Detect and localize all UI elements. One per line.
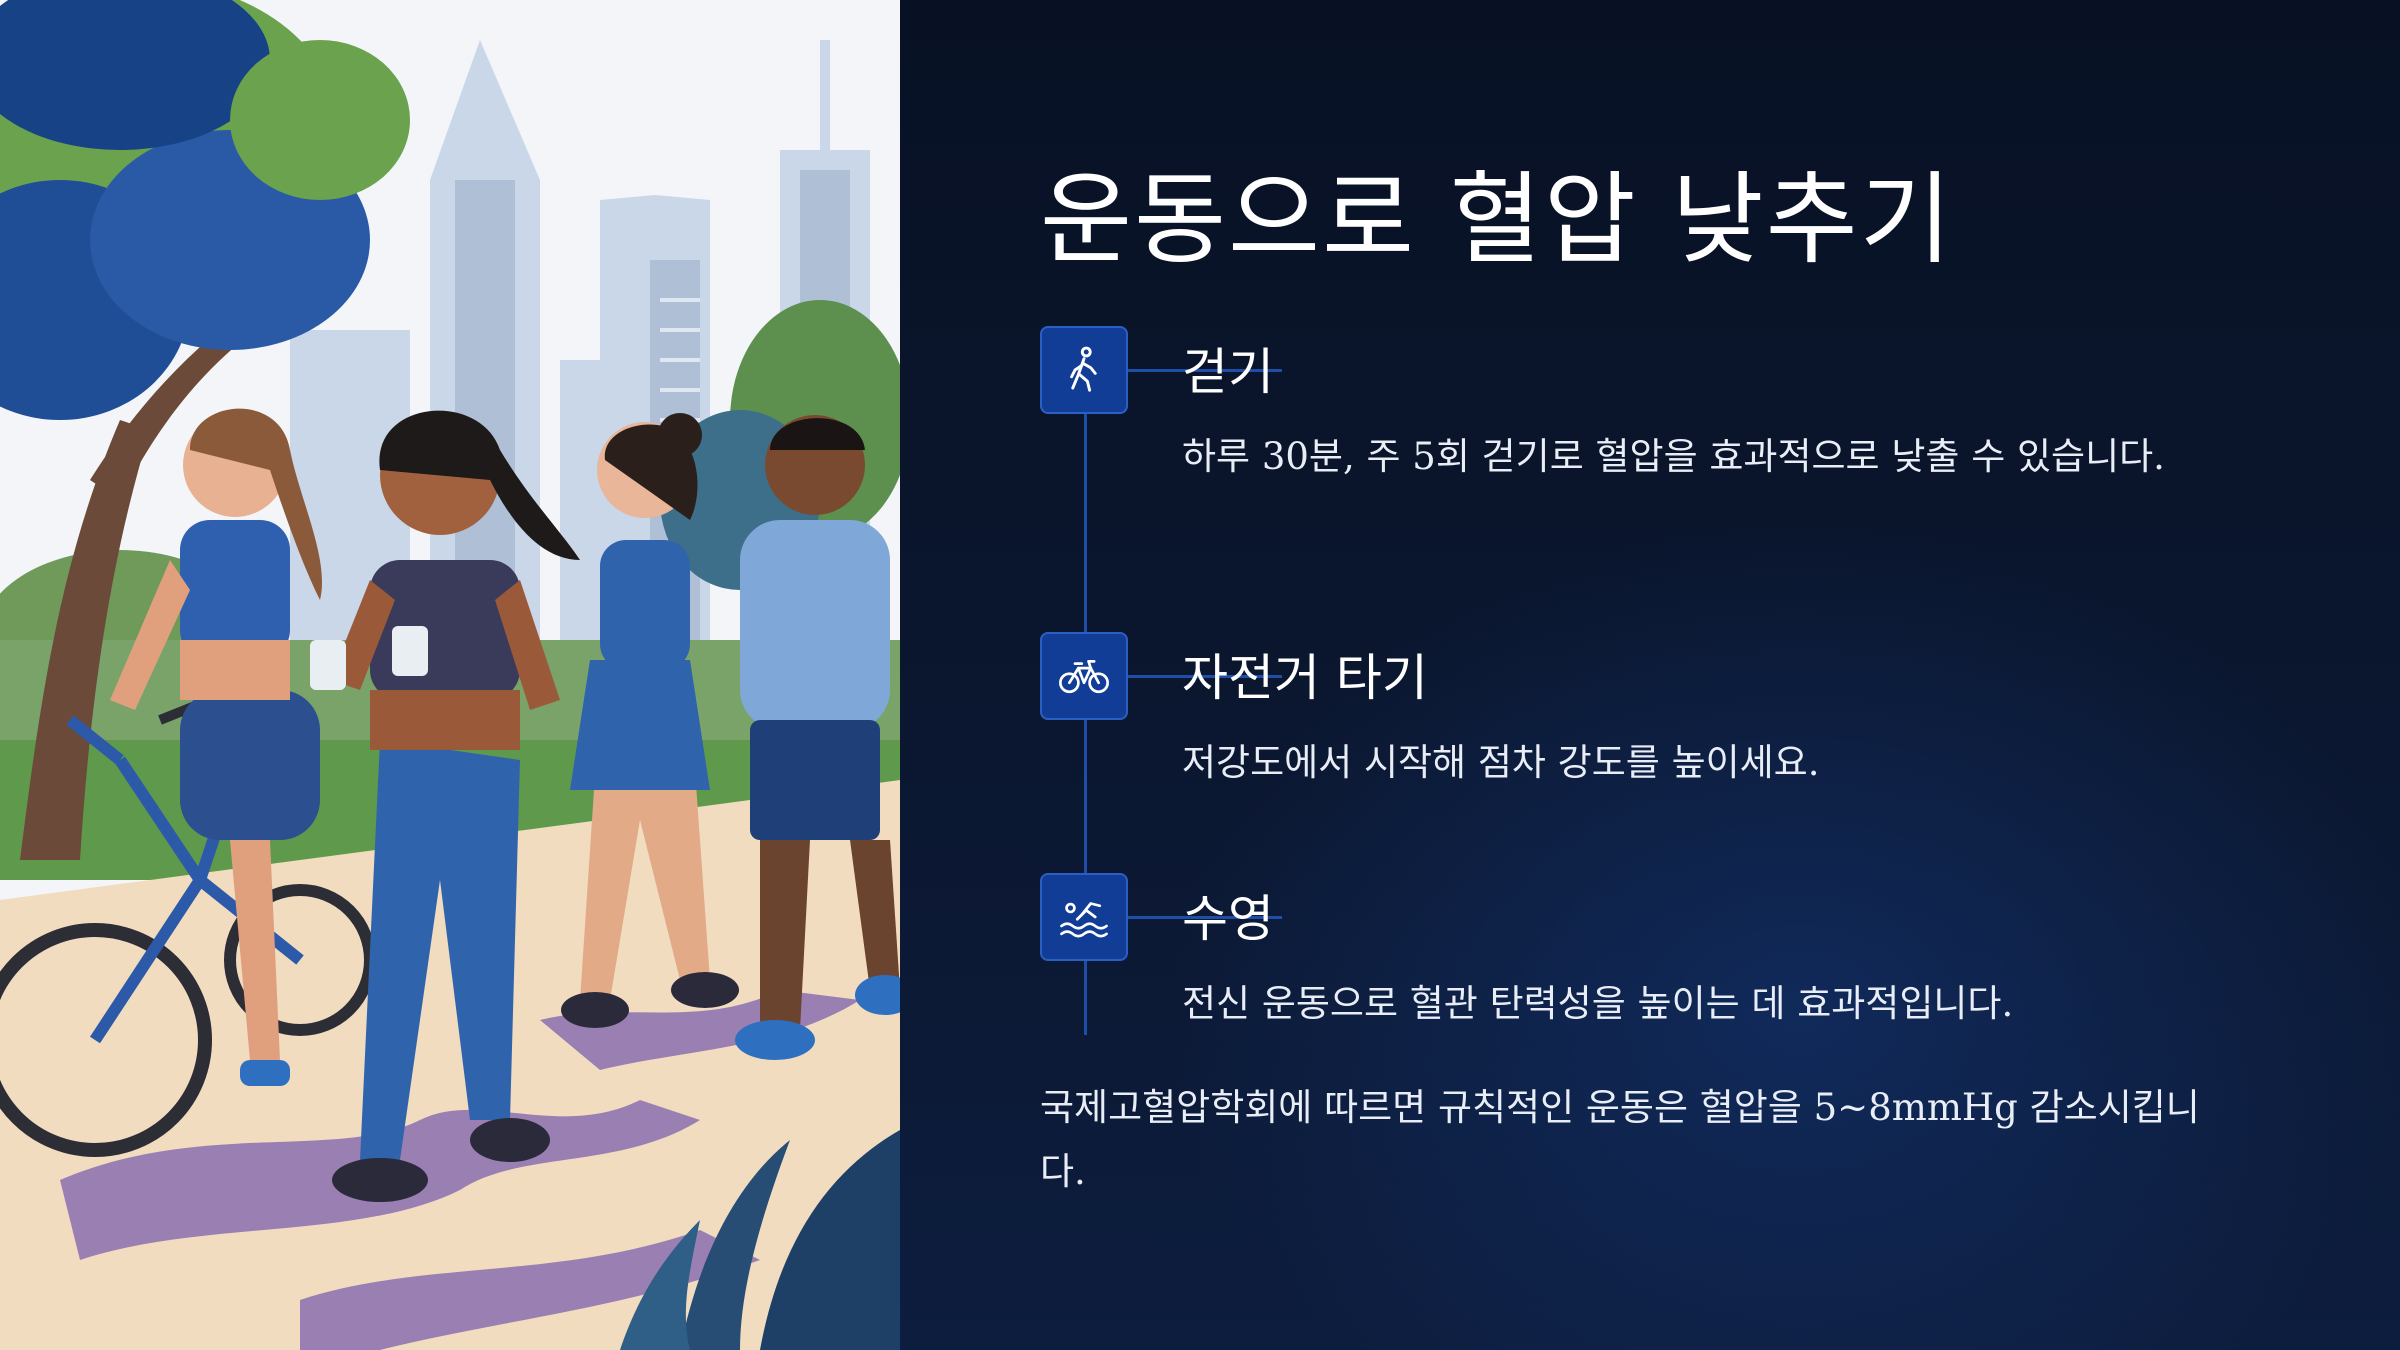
connector-line <box>1128 369 1282 372</box>
connector-line <box>1128 675 1282 678</box>
item-description: 하루 30분, 주 5회 걷기로 혈압을 효과적으로 낮출 수 있습니다. <box>1182 435 2165 478</box>
illustration-image <box>0 0 900 1350</box>
research-note: 국제고혈압학회에 따르면 규칙적인 운동은 혈압을 5~8mmHg 감소시킵니다… <box>1040 1086 2200 1193</box>
item-description: 저강도에서 시작해 점차 강도를 높이세요. <box>1182 741 1820 784</box>
walking-icon <box>1070 346 1097 392</box>
walking-icon-box <box>1040 326 1128 414</box>
bicycle-icon-box <box>1040 632 1128 720</box>
bicycle-icon <box>1059 660 1109 694</box>
swimming-icon <box>1060 902 1108 938</box>
park-exercise-illustration <box>0 0 900 1350</box>
item-title: 수영 <box>1182 890 1274 948</box>
page-title: 운동으로 혈압 낮추기 <box>1040 161 1954 278</box>
item-description: 전신 운동으로 혈관 탄력성을 높이는 데 효과적입니다. <box>1182 982 2014 1025</box>
connector-line <box>1128 916 1282 919</box>
content-panel: 운동으로 혈압 낮추기 걷기 하루 30분, 주 5회 걷기로 혈압을 효과적으… <box>900 0 2400 1350</box>
item-title: 걷기 <box>1182 343 1274 401</box>
swimming-icon-box <box>1040 873 1128 961</box>
item-title: 자전거 타기 <box>1182 649 1428 707</box>
